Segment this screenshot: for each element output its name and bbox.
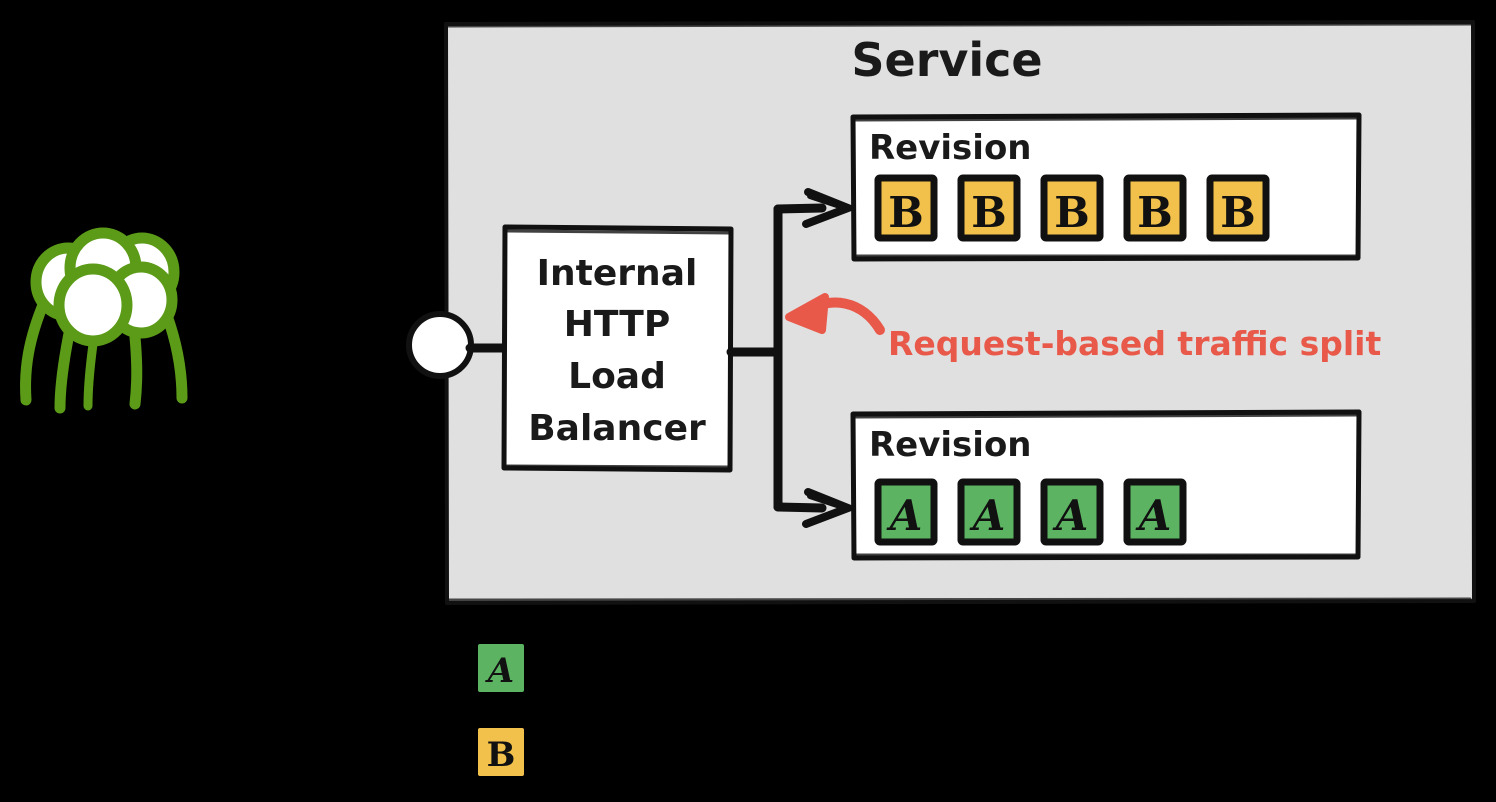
revision-box-2-top-sketch: [854, 413, 1359, 419]
pod-a-1-letter: A: [886, 491, 923, 540]
load-balancer-box-bottom-sketch: [505, 464, 730, 469]
traffic-split-annotation-label: Request-based traffic split: [888, 324, 1381, 363]
load-balancer-line-2: HTTP: [564, 304, 670, 345]
pod-b-1-box: [874, 174, 938, 242]
pod-a-1-box: [874, 478, 938, 546]
pod-b-4-letter: B: [1137, 188, 1173, 237]
legend: A B: [478, 644, 524, 776]
connector-arrowheads: [802, 188, 859, 528]
pod-a-1: A: [874, 478, 938, 546]
service-container-bottom-sketch: [447, 597, 1472, 602]
pod-b-1-letter: B: [888, 188, 924, 237]
pod-b-5: B: [1206, 174, 1270, 242]
pod-b-5-box: [1206, 174, 1270, 242]
arrowhead-top-inner: [807, 193, 849, 211]
pod-a-3: A: [1040, 478, 1104, 546]
annotation-arrowhead: [785, 293, 829, 334]
pod-a-3-letter: A: [1052, 491, 1089, 540]
revision-1-pods: B B B B B: [874, 174, 1270, 242]
load-balancer-box-top-sketch: [506, 229, 731, 235]
service-container-top-sketch: [446, 22, 1473, 28]
legend-swatch-b: [478, 728, 524, 776]
revision-box-1-label: Revision: [869, 128, 1032, 168]
pod-a-2-letter: A: [969, 491, 1006, 540]
pod-a-4-letter: A: [1135, 491, 1172, 540]
pod-b-1: B: [874, 174, 938, 242]
legend-item-b: B: [478, 728, 524, 776]
arrowhead-bottom-inner: [807, 493, 849, 511]
load-balancer-line-1: Internal: [537, 253, 698, 294]
ingress-node: [406, 311, 512, 379]
pod-b-2: B: [957, 174, 1021, 242]
pod-a-4-box: [1123, 478, 1187, 546]
pod-a-2: A: [957, 478, 1021, 546]
pod-b-4-box: [1123, 174, 1187, 242]
load-balancer-label: Internal HTTP Load Balancer: [528, 253, 706, 449]
revision-box-2-label: Revision: [869, 425, 1032, 465]
connector-branch-bottom: [773, 502, 827, 513]
ingress-node-circle: [406, 311, 474, 379]
load-balancer-line-3: Load: [568, 356, 666, 397]
pod-b-2-letter: B: [971, 188, 1007, 237]
traffic-split-annotation-arrow: [785, 293, 885, 335]
legend-item-a: A: [478, 644, 524, 692]
pod-b-3-box: [1040, 174, 1104, 242]
users-group-icon: [20, 227, 188, 414]
traffic-split-connectors: [726, 203, 827, 513]
pod-b-5-letter: B: [1220, 188, 1256, 237]
legend-letter-b: B: [487, 735, 516, 775]
pod-a-4: A: [1123, 478, 1187, 546]
pod-b-4: B: [1123, 174, 1187, 242]
pod-a-2-box: [957, 478, 1021, 546]
pod-b-3-letter: B: [1054, 188, 1090, 237]
revision-box-1-top-sketch: [854, 116, 1359, 122]
connector-branch-top: [773, 203, 827, 214]
legend-letter-a: A: [485, 651, 514, 691]
service-title: Service: [851, 33, 1042, 87]
load-balancer-box-shape: [501, 224, 734, 473]
pod-a-3-box: [1040, 478, 1104, 546]
load-balancer-line-4: Balancer: [528, 408, 706, 449]
revision-2-pods: A A A A: [874, 478, 1187, 546]
load-balancer-box: [501, 224, 734, 473]
pod-b-2-box: [957, 174, 1021, 242]
pod-b-3: B: [1040, 174, 1104, 242]
legend-swatch-a: [478, 644, 524, 692]
